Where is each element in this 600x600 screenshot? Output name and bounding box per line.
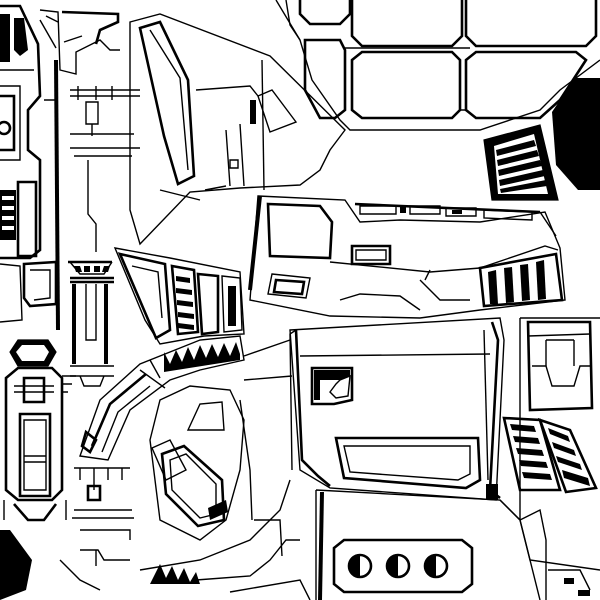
panel-top-center-wing <box>129 13 346 246</box>
panel-bottom-center-vents <box>315 489 541 600</box>
panel-center-large <box>289 317 505 501</box>
panel-louver-bracket <box>113 247 245 345</box>
panel-bottom-strip <box>139 479 311 600</box>
octagon-plate <box>552 78 600 190</box>
panel-top-right-window <box>275 0 600 131</box>
panel-middle-hull <box>248 195 566 319</box>
panel-right-column <box>499 317 600 600</box>
vent-block-right <box>483 124 559 201</box>
panel-left-column <box>0 4 140 600</box>
panel-lower-curve <box>149 339 293 541</box>
panel-curved-arc <box>79 335 245 481</box>
